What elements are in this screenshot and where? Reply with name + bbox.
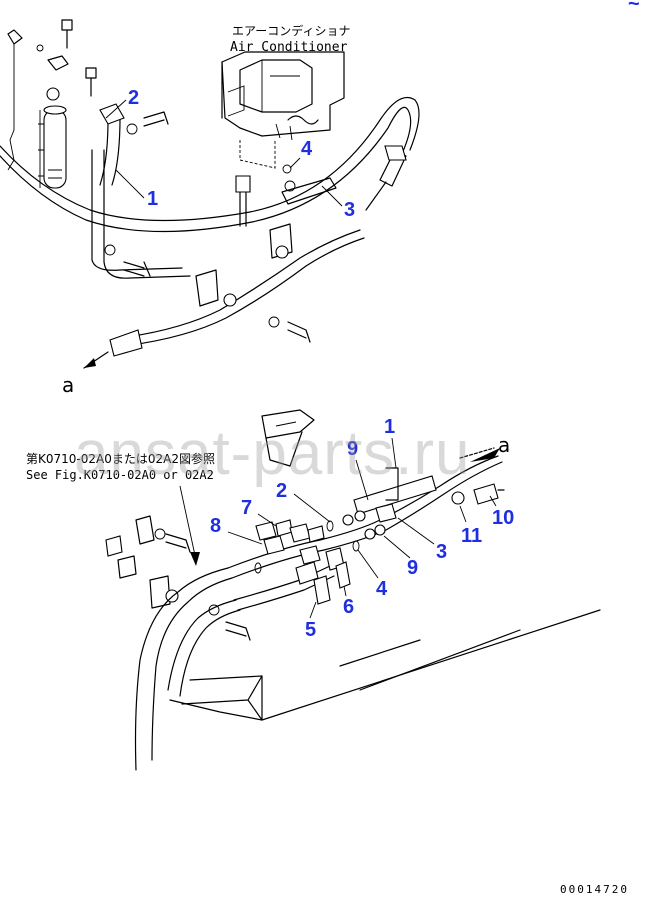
air-conditioner-unit (221, 51, 345, 169)
corner-mark: ~ (628, 0, 640, 15)
reference-label-en: See Fig.K0710-02A0 or 02A2 (26, 468, 214, 482)
bottom-assembly: 第K0710-02A0または02A2図参照 See Fig.K0710-02A0… (26, 409, 601, 771)
watermark: ansat-parts.ru (74, 419, 471, 488)
callouts: 2 1 4 3 1 9 2 7 8 11 10 3 9 4 6 5 (105, 87, 514, 641)
callout-bottom-7: 7 (241, 497, 252, 519)
callout-top-1: 1 (147, 188, 158, 210)
top-lower-hose: a (62, 223, 365, 397)
callout-bottom-1: 1 (384, 416, 395, 438)
view-a-bottom-label: a (498, 433, 510, 457)
callout-bottom-5: 5 (305, 619, 316, 641)
air-conditioner-label-en: Air Conditioner (230, 40, 348, 55)
callout-bottom-9b: 9 (407, 557, 418, 579)
reference-leader (179, 485, 197, 561)
reference-label-jp: 第K0710-02A0または02A2図参照 (26, 451, 215, 466)
document-number: 00014720 (560, 883, 629, 896)
callout-top-2: 2 (128, 87, 139, 109)
callout-bottom-2: 2 (276, 480, 287, 502)
callout-bottom-3: 3 (436, 541, 447, 563)
receiver-drier (7, 19, 97, 189)
callout-bottom-8: 8 (210, 515, 221, 537)
view-a-top-label: a (62, 373, 74, 397)
top-assembly: a エアーコンディショナ Air Conditioner (0, 19, 420, 397)
callout-bottom-4: 4 (376, 578, 388, 600)
bottom-left-routing (105, 515, 251, 771)
callout-top-3: 3 (344, 199, 355, 221)
callout-bottom-9a: 9 (347, 438, 358, 460)
callout-top-4: 4 (301, 138, 313, 160)
machine-frame (169, 609, 601, 721)
callout-bottom-11: 11 (461, 525, 482, 547)
top-hose-routing (0, 96, 420, 279)
fittings (254, 483, 505, 605)
callout-bottom-10: 10 (492, 507, 514, 529)
air-conditioner-label-jp: エアーコンディショナ (232, 23, 350, 38)
callout-bottom-6: 6 (343, 596, 354, 618)
mounting-bracket (261, 409, 315, 467)
